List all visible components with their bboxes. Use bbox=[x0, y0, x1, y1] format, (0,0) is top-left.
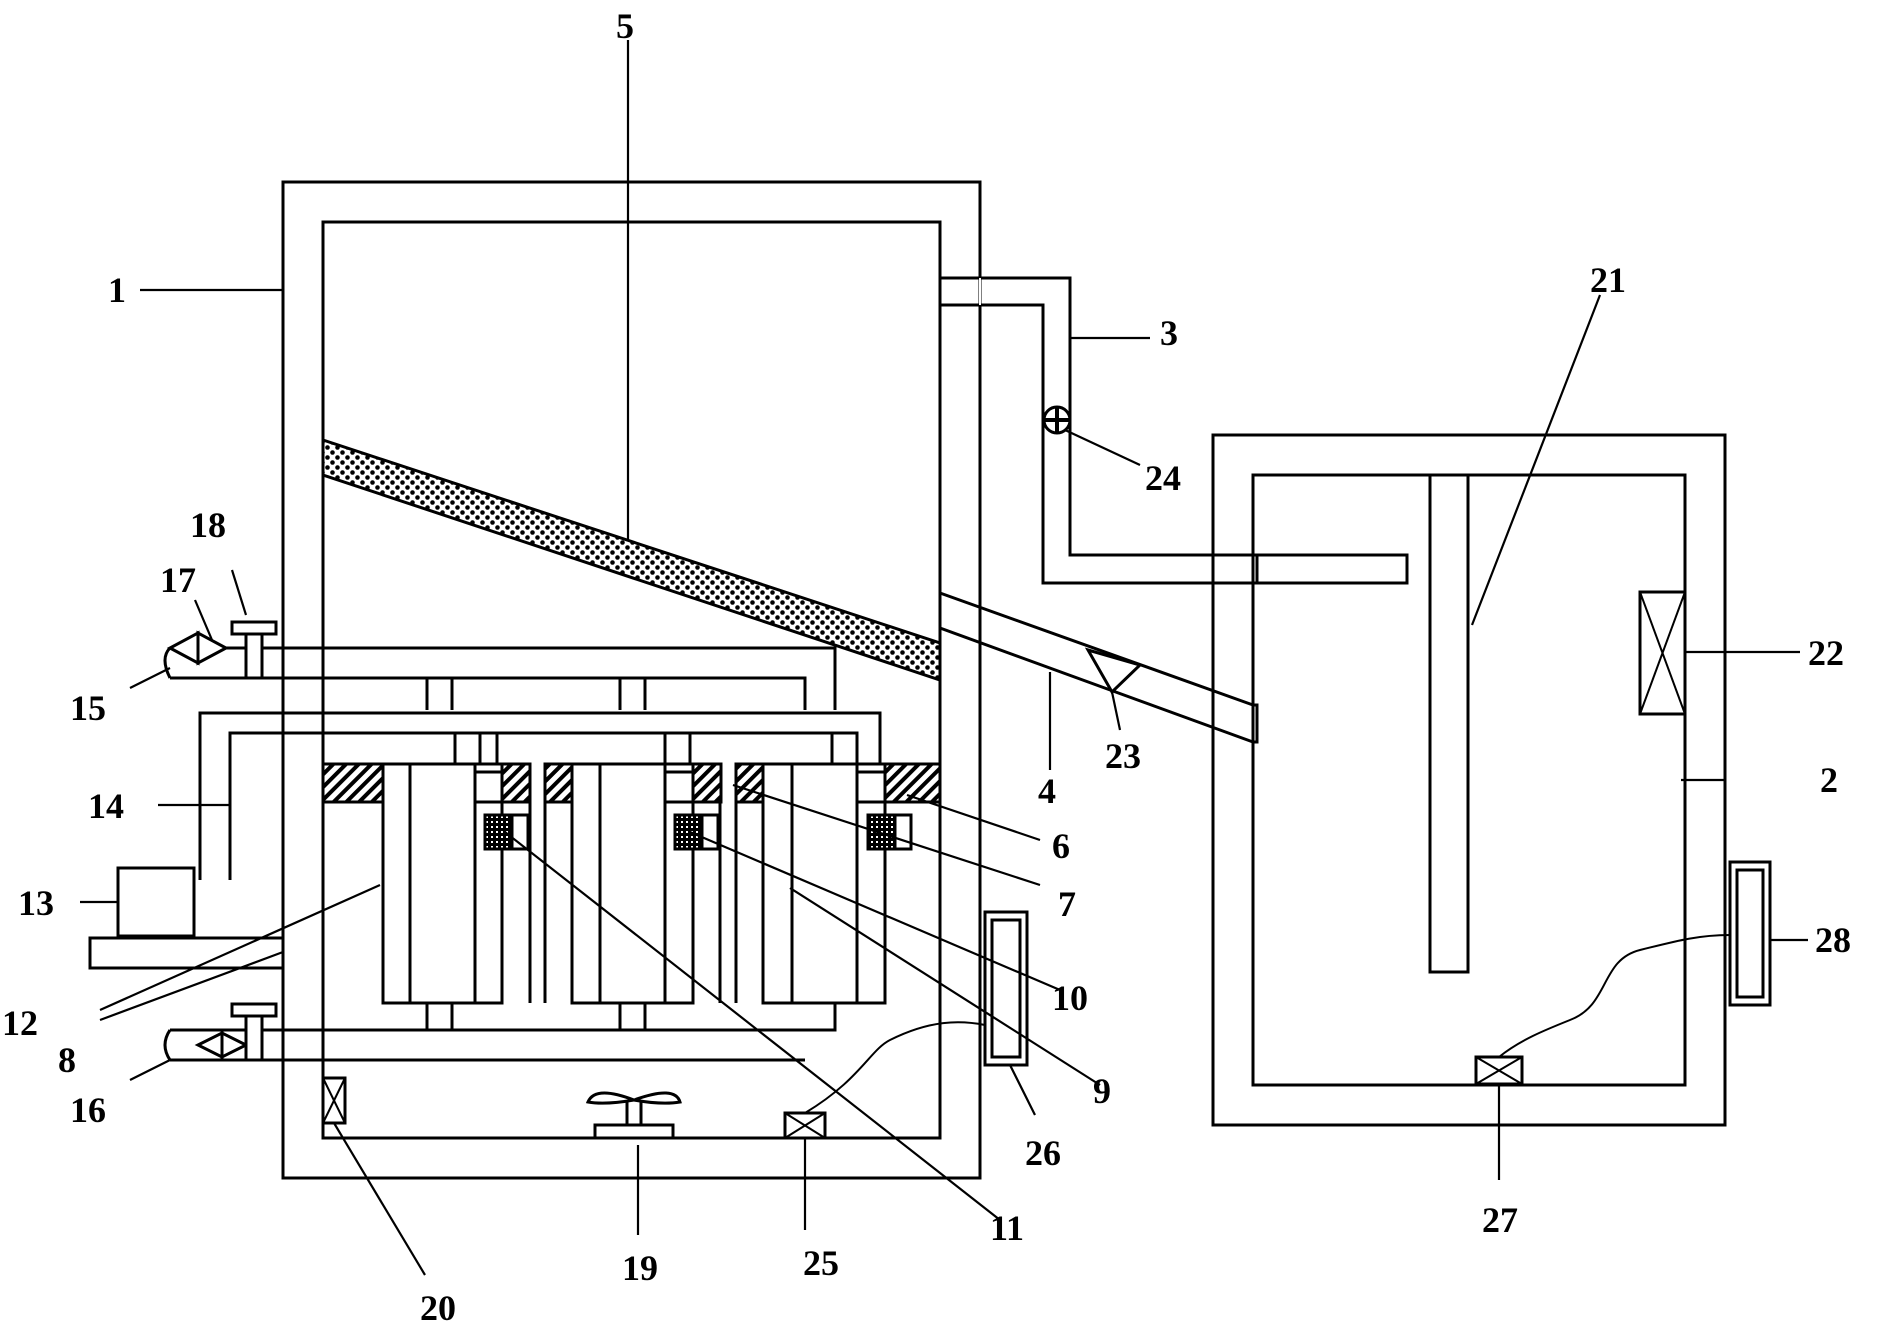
inclined-screen bbox=[321, 437, 942, 683]
upper-manifold bbox=[170, 646, 837, 710]
pipe-valve-24 bbox=[1042, 405, 1072, 435]
device-22 bbox=[1638, 590, 1687, 716]
inlet-valve-17 bbox=[163, 630, 230, 679]
aerator-19 bbox=[585, 1091, 682, 1140]
filter-modules bbox=[381, 762, 887, 1005]
hatched-plate bbox=[321, 762, 942, 804]
air-manifold bbox=[198, 711, 882, 880]
controller-28 bbox=[1728, 860, 1772, 1007]
label-2: 2 bbox=[1820, 760, 1838, 800]
label-15: 15 bbox=[70, 688, 106, 728]
label-19: 19 bbox=[622, 1248, 658, 1288]
outlet-valve-16 bbox=[163, 1002, 278, 1062]
label-24: 24 bbox=[1145, 458, 1181, 498]
controller-26 bbox=[983, 910, 1029, 1067]
label-6: 6 bbox=[1052, 826, 1070, 866]
handwheel-18 bbox=[230, 620, 278, 680]
label-20: 20 bbox=[420, 1288, 456, 1327]
label-18: 18 bbox=[190, 505, 226, 545]
label-3: 3 bbox=[1160, 313, 1178, 353]
sensor-20 bbox=[321, 1076, 347, 1125]
label-4: 4 bbox=[1038, 771, 1056, 811]
pump-13 bbox=[116, 866, 196, 938]
label-28: 28 bbox=[1815, 920, 1851, 960]
label-16: 16 bbox=[70, 1090, 106, 1130]
sensor-27 bbox=[1474, 934, 1731, 1086]
label-8: 8 bbox=[58, 1040, 76, 1080]
lower-manifold bbox=[170, 1003, 837, 1062]
sealing-blocks bbox=[473, 770, 887, 804]
label-25: 25 bbox=[803, 1243, 839, 1283]
label-22: 22 bbox=[1808, 633, 1844, 673]
label-1: 1 bbox=[108, 270, 126, 310]
leader-lines bbox=[80, 40, 1808, 1276]
label-10: 10 bbox=[1052, 978, 1088, 1018]
part-labels: 1 2 3 4 5 6 7 8 9 10 11 12 13 14 15 16 1… bbox=[2, 6, 1851, 1327]
sensor-25 bbox=[783, 1021, 986, 1140]
label-17: 17 bbox=[160, 560, 196, 600]
label-7: 7 bbox=[1058, 884, 1076, 924]
label-9: 9 bbox=[1093, 1071, 1111, 1111]
label-23: 23 bbox=[1105, 736, 1141, 776]
label-5: 5 bbox=[616, 6, 634, 46]
check-valve-23 bbox=[1084, 647, 1143, 695]
label-21: 21 bbox=[1590, 260, 1626, 300]
label-27: 27 bbox=[1482, 1200, 1518, 1240]
label-12: 12 bbox=[2, 1003, 38, 1043]
label-14: 14 bbox=[88, 786, 124, 826]
label-11: 11 bbox=[990, 1208, 1024, 1248]
label-26: 26 bbox=[1025, 1133, 1061, 1173]
overflow-pipe bbox=[940, 276, 1409, 585]
magnetic-blocks bbox=[483, 813, 913, 851]
label-13: 13 bbox=[18, 883, 54, 923]
baffle-21 bbox=[1428, 473, 1470, 974]
